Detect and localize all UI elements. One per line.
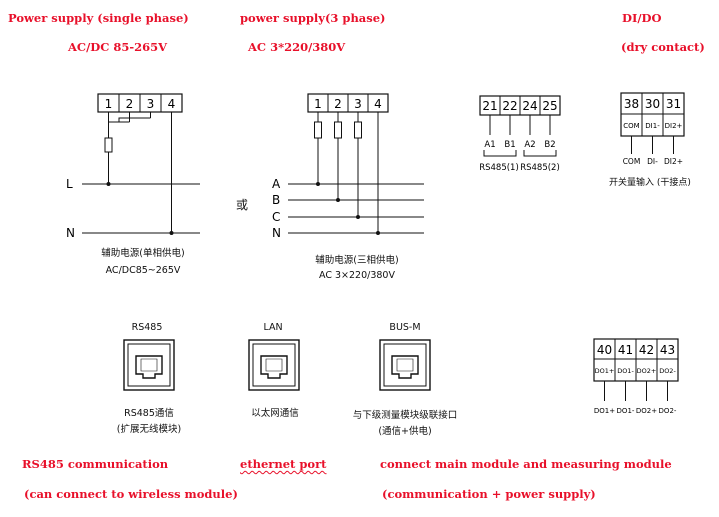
or-text: 或: [236, 198, 249, 212]
do-inner-4: DO2-: [659, 367, 676, 375]
lan-port-caption: 以太网通信: [251, 408, 299, 419]
line-N3-label: N: [272, 226, 281, 240]
di-terminal-38: 38: [624, 97, 639, 111]
do-inner-1: DO1+: [595, 367, 615, 375]
rs485-group-2: RS485(2): [520, 163, 560, 173]
lan-port-label: LAN: [263, 322, 283, 333]
di-caption: 开关量输入 (干接点): [609, 178, 691, 188]
rs485-en-subtitle: (can connect to wireless module): [24, 487, 238, 501]
rs485-jack-icon: [123, 339, 175, 391]
single-phase-wires: [82, 112, 200, 234]
busm-port-caption: 与下级测量模块级联接口: [352, 410, 458, 421]
ethernet-en-title: ethernet port: [240, 457, 327, 471]
pin-B1: B1: [504, 140, 515, 150]
rs485-terminal-21: 21: [482, 99, 497, 113]
busm-en-subtitle: (communication + power supply): [382, 487, 596, 501]
three-phase-range: AC 3*220/380V: [248, 40, 346, 54]
rs485-port-caption: RS485通信: [124, 408, 174, 419]
rs485-terminal-22: 22: [502, 99, 517, 113]
three-phase-caption: 辅助电源(三相供电): [315, 255, 399, 266]
pin-A2: A2: [524, 140, 535, 150]
di-inner-com: COM: [623, 122, 639, 130]
do-outer-3: DO2+: [636, 407, 657, 415]
line-A-label: A: [272, 177, 281, 191]
di-terminal-30: 30: [645, 97, 660, 111]
sp-terminal-4: 4: [168, 97, 176, 111]
do-outer-1: DO1+: [594, 407, 615, 415]
line-C-label: C: [272, 210, 280, 224]
do-terminal-43: 43: [660, 343, 675, 357]
di-outer-di: DI-: [647, 157, 658, 166]
di-outer-di2: DI2+: [664, 157, 683, 166]
tp-terminal-1: 1: [314, 97, 322, 111]
line-B-label: B: [272, 193, 280, 207]
rs485-terminal-block: 21 22 24 25: [479, 95, 561, 116]
single-phase-title: Power supply (single phase): [8, 11, 189, 25]
di-leads: [631, 136, 674, 154]
tp-terminal-4: 4: [374, 97, 382, 111]
three-phase-terminal-block: 1 2 3 4: [307, 93, 389, 113]
do-terminal-40: 40: [597, 343, 612, 357]
di-inner-di1: DI1-: [645, 122, 660, 130]
do-terminal-42: 42: [639, 343, 654, 357]
do-outer-2: DO1-: [617, 407, 635, 415]
single-phase-caption-range: AC/DC85~265V: [105, 265, 181, 276]
busm-jack-icon: [379, 339, 431, 391]
rs485-port-label: RS485: [131, 322, 163, 333]
do-terminal-41: 41: [618, 343, 633, 357]
three-phase-wires: [288, 112, 424, 234]
dido-subtitle: (dry contact): [621, 40, 705, 54]
do-outer-4: DO2-: [659, 407, 677, 415]
pin-B2: B2: [544, 140, 555, 150]
di-outer-com: COM: [623, 157, 641, 166]
single-phase-range: AC/DC 85-265V: [68, 40, 168, 54]
three-phase-caption-range: AC 3×220/380V: [319, 270, 395, 281]
dido-title: DI/DO: [622, 11, 662, 25]
busm-port-label: BUS-M: [389, 322, 421, 333]
rs485-leads: [483, 115, 557, 157]
rs485-terminal-25: 25: [542, 99, 557, 113]
do-leads: [604, 381, 668, 401]
busm-port-caption2: (通信+供电): [378, 426, 432, 437]
tp-terminal-2: 2: [334, 97, 342, 111]
pin-A1: A1: [484, 140, 495, 150]
sp-terminal-2: 2: [126, 97, 134, 111]
rs485-terminal-24: 24: [522, 99, 537, 113]
di-terminal-block: 38 30 31 COM DI1- DI2+: [620, 92, 685, 137]
sp-terminal-1: 1: [105, 97, 113, 111]
busm-en-title: connect main module and measuring module: [380, 457, 672, 471]
single-phase-caption: 辅助电源(单相供电): [101, 248, 185, 259]
tp-terminal-3: 3: [354, 97, 362, 111]
rs485-en-title: RS485 communication: [22, 457, 169, 471]
do-inner-3: DO2+: [637, 367, 657, 375]
di-inner-di2: DI2+: [665, 122, 683, 130]
rs485-group-1: RS485(1): [479, 163, 519, 173]
lan-jack-icon: [248, 339, 300, 391]
do-terminal-block: 40 41 42 43 DO1+ DO1- DO2+ DO2-: [593, 338, 679, 382]
three-phase-title: power supply(3 phase): [240, 11, 386, 25]
single-phase-terminal-block: 1 2 3 4: [97, 93, 183, 113]
sp-terminal-3: 3: [147, 97, 155, 111]
line-N-label: N: [66, 226, 75, 240]
rs485-port-caption2: (扩展无线模块): [116, 424, 182, 435]
di-terminal-31: 31: [666, 97, 681, 111]
line-L-label: L: [66, 177, 73, 191]
do-inner-2: DO1-: [617, 367, 634, 375]
